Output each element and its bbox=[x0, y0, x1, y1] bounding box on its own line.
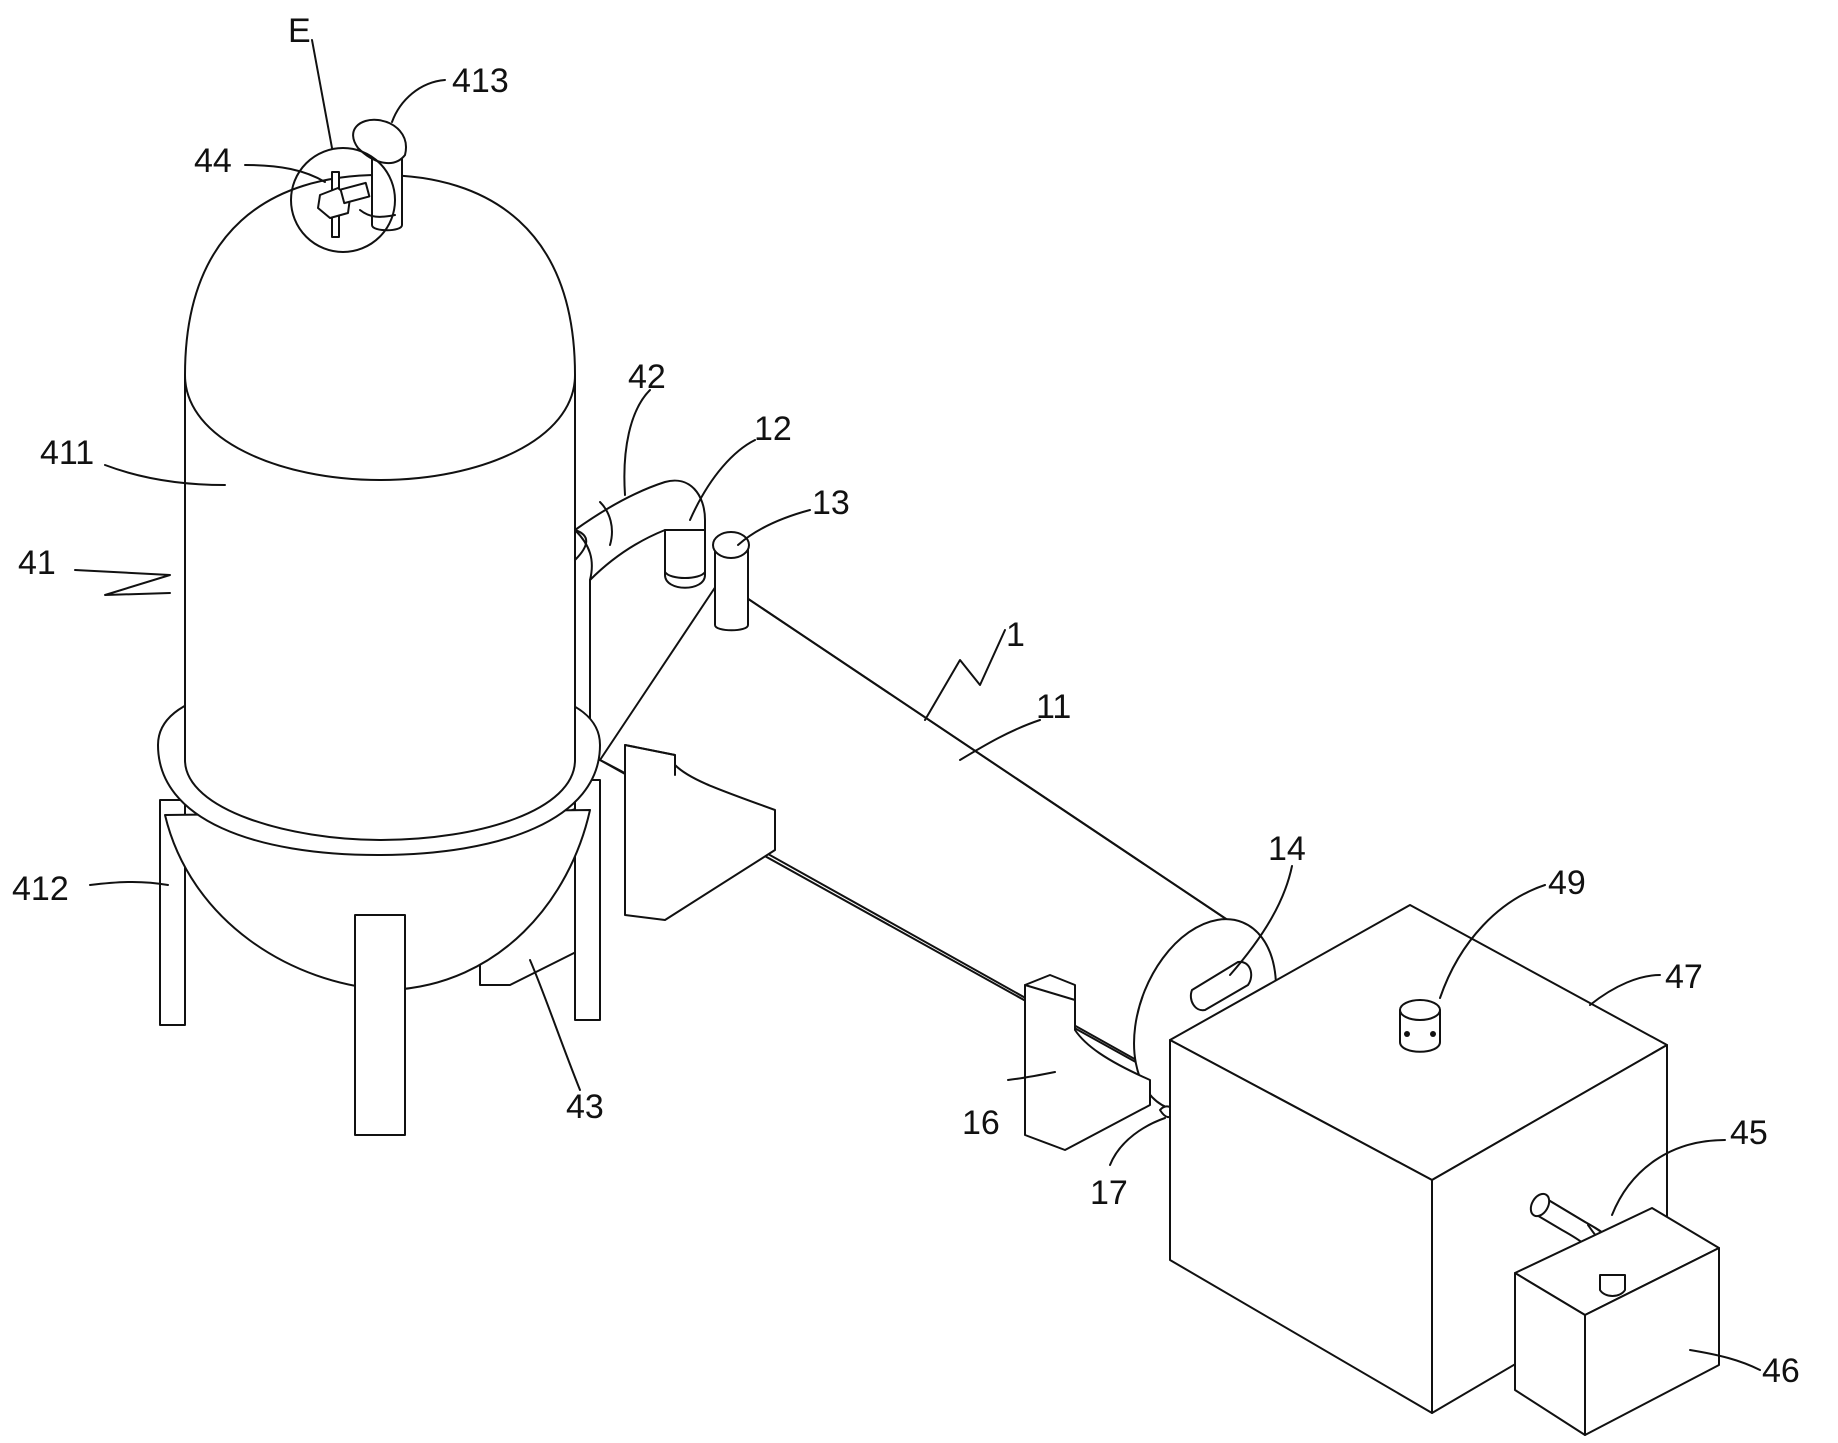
label-412: 412 bbox=[12, 870, 69, 908]
valve-detail-circle bbox=[290, 147, 396, 253]
label-42: 42 bbox=[628, 358, 666, 396]
leader-lines bbox=[74, 39, 1761, 1371]
label-E: E bbox=[288, 12, 311, 50]
label-47: 47 bbox=[1665, 958, 1703, 996]
label-46: 46 bbox=[1762, 1352, 1800, 1390]
pipe-13 bbox=[712, 531, 750, 632]
label-43: 43 bbox=[566, 1088, 604, 1126]
reference-labels: E 413 44 411 41 412 42 12 13 1 11 14 49 … bbox=[12, 12, 1800, 1390]
label-411: 411 bbox=[40, 434, 94, 472]
vertical-tank bbox=[157, 174, 601, 1136]
label-49: 49 bbox=[1548, 864, 1586, 902]
label-44: 44 bbox=[194, 142, 232, 180]
small-box bbox=[1514, 1207, 1720, 1436]
vent-49 bbox=[1399, 999, 1441, 1053]
label-14: 14 bbox=[1268, 830, 1306, 868]
label-413: 413 bbox=[452, 62, 509, 100]
label-17: 17 bbox=[1090, 1174, 1128, 1212]
label-45: 45 bbox=[1730, 1114, 1768, 1152]
label-11: 11 bbox=[1036, 688, 1071, 726]
label-12: 12 bbox=[754, 410, 792, 448]
label-41: 41 bbox=[18, 544, 56, 582]
drum-support-left bbox=[624, 744, 776, 921]
label-1: 1 bbox=[1006, 616, 1025, 654]
label-13: 13 bbox=[812, 484, 850, 522]
drum-support-right bbox=[1024, 974, 1151, 1151]
label-16: 16 bbox=[962, 1104, 1000, 1142]
